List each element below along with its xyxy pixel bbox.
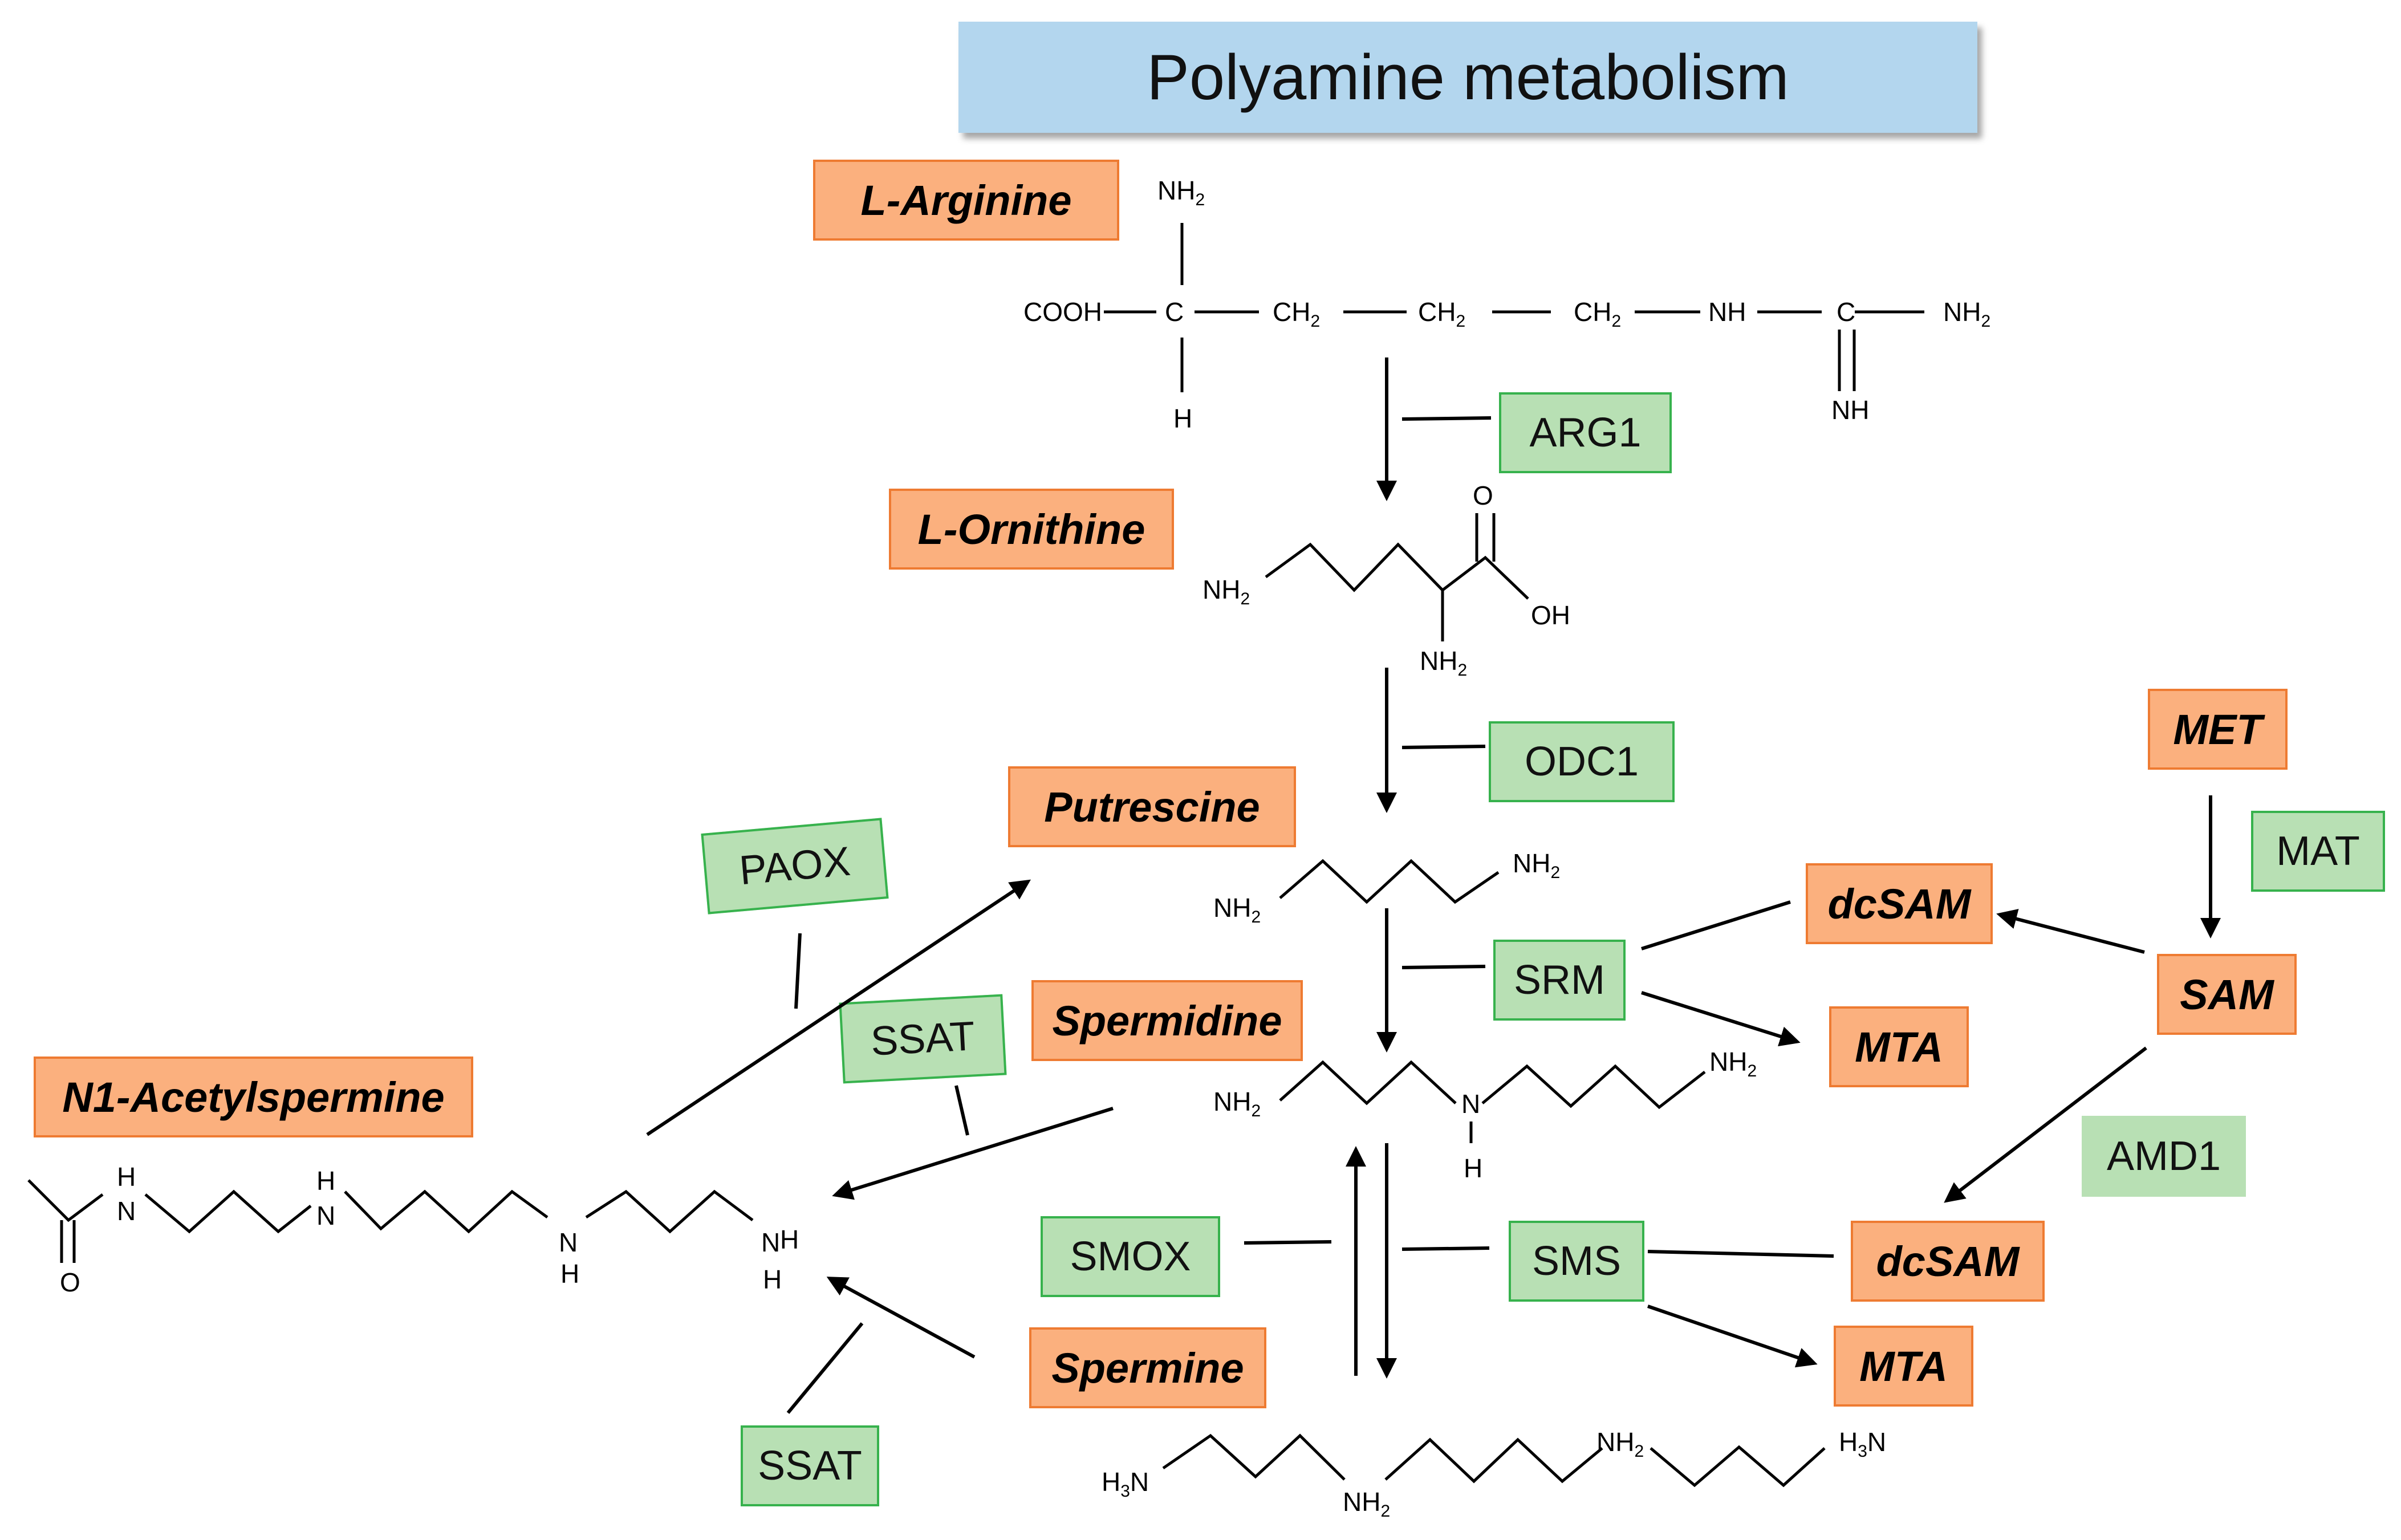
arginine-nh: NH xyxy=(1708,297,1746,327)
connector-odc1 xyxy=(1401,745,1486,749)
connector-arg1 xyxy=(1401,416,1492,421)
metabolite-n1-acetylspermine: N1-Acetylspermine xyxy=(34,1057,473,1137)
metabolite-dcsam-sms: dcSAM xyxy=(1851,1221,2045,1302)
connector-paox xyxy=(794,933,802,1009)
arginine-h: H xyxy=(1173,404,1192,433)
arrow-acetylspermine-to-putrescine xyxy=(646,879,1031,1136)
arrow-sam-to-dcsam-srm xyxy=(1996,909,2145,954)
arginine-nh-bottom: NH xyxy=(1831,395,1869,425)
metabolite-spermidine: Spermidine xyxy=(1031,980,1303,1061)
metabolite-met: MET xyxy=(2148,689,2288,770)
acetylspermine-structure: H N O H N N H N H H xyxy=(27,1162,799,1297)
connector-sms-dcsam xyxy=(1647,1250,1834,1258)
connector-ssat-lower xyxy=(786,1322,864,1414)
acetylspermine-n1: N xyxy=(117,1196,136,1226)
arginine-cooh: COOH xyxy=(1023,297,1102,327)
spermine-h3n-right: H3N xyxy=(1839,1427,1886,1461)
arginine-nh2-top: NH2 xyxy=(1157,176,1205,209)
connector-sms xyxy=(1401,1246,1490,1251)
metabolite-mta-sms: MTA xyxy=(1834,1326,1973,1407)
metabolite-sam: SAM xyxy=(2157,954,2297,1035)
enzyme-smox: SMOX xyxy=(1041,1216,1220,1297)
putrescine-structure: NH2 NH2 xyxy=(1213,848,1560,927)
enzyme-arg1: ARG1 xyxy=(1499,392,1672,473)
spermidine-structure: NH2 N H NH2 xyxy=(1213,1047,1757,1183)
metabolite-putrescine: Putrescine xyxy=(1008,766,1296,847)
spermidine-nh2-right: NH2 xyxy=(1709,1047,1757,1080)
enzyme-amd1: AMD1 xyxy=(2082,1116,2246,1197)
metabolite-l-arginine: L-Arginine xyxy=(813,160,1119,241)
metabolite-mta-srm: MTA xyxy=(1829,1006,1969,1087)
arrow-sam-to-dcsam-sms xyxy=(1944,1046,2147,1203)
ornithine-o: O xyxy=(1473,481,1493,510)
acetylspermine-h1: H xyxy=(117,1162,136,1192)
diagram-title: Polyamine metabolism xyxy=(958,22,1977,133)
arginine-ch2-2: CH2 xyxy=(1418,297,1465,331)
spermidine-nh2-left: NH2 xyxy=(1213,1087,1261,1120)
metabolite-l-ornithine: L-Ornithine xyxy=(889,489,1174,570)
arrow-spermidine-to-acetylspermine xyxy=(832,1107,1114,1200)
acetylspermine-n3: N xyxy=(559,1228,578,1257)
enzyme-sms: SMS xyxy=(1509,1221,1644,1302)
spermidine-n: N xyxy=(1461,1089,1480,1119)
spermine-nh2-right: NH2 xyxy=(1596,1427,1644,1461)
metabolite-dcsam-srm: dcSAM xyxy=(1806,863,1993,944)
ornithine-oh: OH xyxy=(1531,600,1570,630)
spermine-nh2-middle: NH2 xyxy=(1343,1487,1390,1521)
acetylspermine-h5: H xyxy=(763,1265,782,1294)
enzyme-srm: SRM xyxy=(1493,940,1626,1021)
connector-ssat-upper xyxy=(954,1085,969,1136)
acetylspermine-h4: H xyxy=(780,1225,799,1254)
arginine-ch2-1: CH2 xyxy=(1273,297,1320,331)
arginine-c2: C xyxy=(1837,297,1855,327)
putrescine-nh2-right: NH2 xyxy=(1513,848,1560,882)
arginine-ch2-3: CH2 xyxy=(1574,297,1621,331)
acetylspermine-h3: H xyxy=(560,1259,579,1289)
arginine-nh2-right: NH2 xyxy=(1943,297,1990,331)
acetylspermine-n2: N xyxy=(316,1201,335,1230)
acetylspermine-n4: N xyxy=(761,1228,780,1257)
spermine-structure: H3N NH2 NH2 H3N xyxy=(1102,1427,1886,1521)
arrow-spermine-to-acetylspermine xyxy=(826,1277,976,1359)
connector-smox xyxy=(1244,1240,1332,1245)
connector-srm-dcsam xyxy=(1641,900,1791,950)
arrow-srm-to-mta xyxy=(1641,991,1801,1047)
connector-srm xyxy=(1401,965,1486,969)
spermidine-h: H xyxy=(1464,1153,1482,1183)
arginine-c: C xyxy=(1165,297,1184,327)
putrescine-nh2-left: NH2 xyxy=(1213,893,1261,927)
acetylspermine-h2: H xyxy=(316,1166,335,1196)
enzyme-ssat-lower: SSAT xyxy=(741,1425,879,1506)
acetylspermine-o: O xyxy=(60,1267,80,1297)
ornithine-nh2-left: NH2 xyxy=(1202,575,1250,608)
arrow-sms-to-mta xyxy=(1647,1305,1818,1368)
metabolite-spermine: Spermine xyxy=(1029,1327,1266,1408)
ornithine-structure: O OH NH2 NH2 xyxy=(1202,481,1570,680)
arginine-structure: NH2 COOH C H CH2 CH2 CH2 NH C NH NH2 xyxy=(1023,176,1990,433)
spermine-h3n-left: H3N xyxy=(1102,1467,1149,1501)
enzyme-odc1: ODC1 xyxy=(1489,721,1675,802)
enzyme-mat: MAT xyxy=(2251,811,2385,892)
ornithine-nh2-bottom: NH2 xyxy=(1420,646,1467,680)
